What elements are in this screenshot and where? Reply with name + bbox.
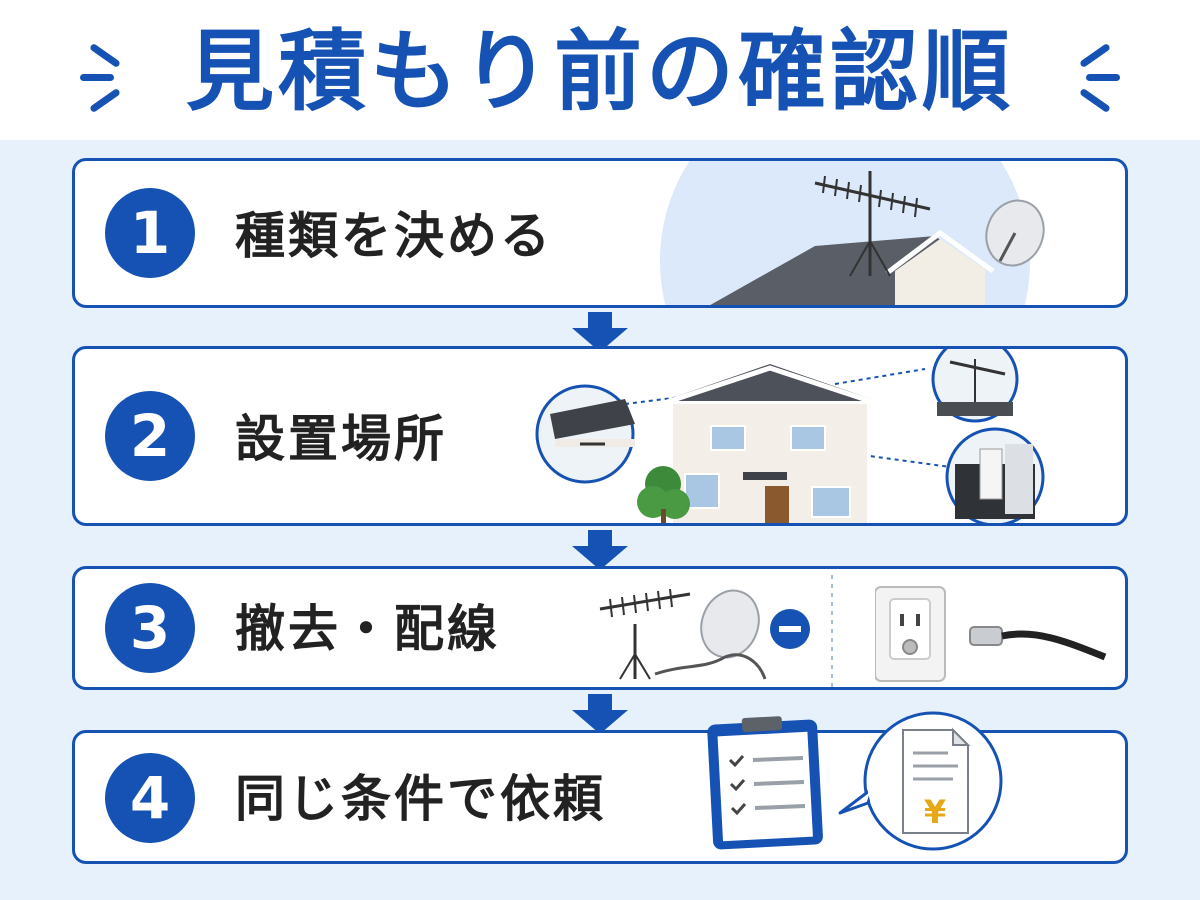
installation-location-illustration: [535, 349, 1045, 523]
step-3-card: 3 撤去・配線: [72, 566, 1128, 690]
step-3-label: 撤去・配線: [235, 600, 500, 658]
step-2-number-badge: 2: [105, 391, 195, 481]
step-1-card: 1 種類を決める: [72, 158, 1128, 308]
quote-document-speech-bubble-icon: ¥: [838, 711, 1003, 851]
down-arrow-icon: [572, 530, 628, 570]
title-accent-line: [1086, 74, 1120, 81]
clipboard-checklist-icon: [707, 716, 823, 850]
panel-divider: [831, 575, 833, 687]
step-2-card: 2 設置場所: [72, 346, 1128, 526]
house-roof-antenna-illustration: [660, 161, 1045, 305]
step-4-number-badge: 4: [105, 753, 195, 843]
wall-outlet-cable-illustration: [875, 586, 1107, 682]
down-arrow-icon: [572, 694, 628, 734]
step-4-label: 同じ条件で依頼: [235, 770, 606, 828]
header: 見積もり前の確認順: [0, 0, 1200, 140]
step-1-label: 種類を決める: [235, 207, 553, 265]
step-1-number-badge: 1: [105, 188, 195, 278]
yen-symbol: ¥: [924, 793, 946, 831]
down-arrow-icon: [572, 312, 628, 352]
step-2-label: 設置場所: [235, 410, 447, 468]
antenna-removal-illustration: [599, 588, 810, 680]
step-3-number-badge: 3: [105, 583, 195, 673]
page-title: 見積もり前の確認順: [185, 20, 1014, 123]
title-accent-line: [80, 74, 114, 81]
